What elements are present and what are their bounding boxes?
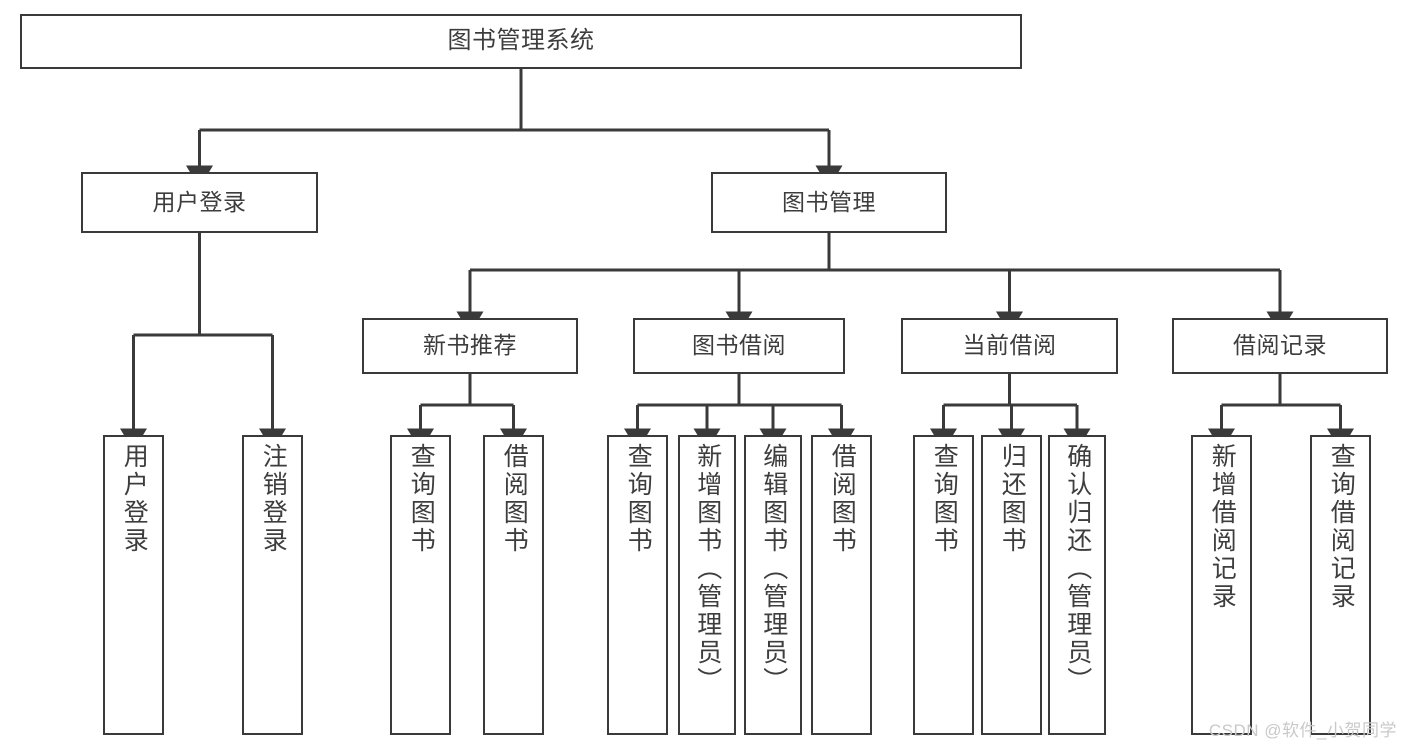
node-leaf-current-confirm-return-label: 确认归还（管理员） [1063,443,1092,695]
node-leaf-current-return-book[interactable]: 归还图书 [981,435,1042,735]
node-leaf-current-return-book-label: 归还图书 [998,443,1027,555]
node-user-login-module[interactable]: 用户登录 [81,172,318,233]
node-leaf-borrow-lend-book[interactable]: 借阅图书 [811,435,872,735]
node-root[interactable]: 图书管理系统 [20,14,1022,69]
node-leaf-borrow-query-book-label: 查询图书 [624,443,653,555]
node-leaf-recommend-borrow-book-label: 借阅图书 [500,443,529,555]
node-leaf-borrow-add-book[interactable]: 新增图书（管理员） [678,435,736,735]
node-borrow-record-label: 借阅记录 [1233,332,1327,359]
node-leaf-current-confirm-return[interactable]: 确认归还（管理员） [1048,435,1106,735]
node-leaf-current-query-book-label: 查询图书 [930,443,959,555]
node-root-label: 图书管理系统 [447,27,595,55]
node-new-book-recommend[interactable]: 新书推荐 [362,318,578,374]
node-leaf-user-login[interactable]: 用户登录 [103,435,164,735]
node-current-borrow[interactable]: 当前借阅 [901,318,1118,374]
node-borrow-record[interactable]: 借阅记录 [1172,318,1388,374]
node-leaf-recommend-query-book[interactable]: 查询图书 [390,435,451,735]
node-new-book-recommend-label: 新书推荐 [423,332,517,359]
node-leaf-record-query-label: 查询借阅记录 [1327,443,1356,611]
node-leaf-record-query[interactable]: 查询借阅记录 [1310,435,1371,735]
node-user-login-module-label: 用户登录 [152,188,247,215]
node-leaf-borrow-edit-book-label: 编辑图书（管理员） [759,443,788,695]
node-book-management-module-label: 图书管理 [782,188,876,215]
node-book-borrow[interactable]: 图书借阅 [633,318,845,374]
node-leaf-record-add-label: 新增借阅记录 [1208,443,1237,611]
watermark: CSDN @软件_小贺同学 [1208,721,1397,740]
node-book-management-module[interactable]: 图书管理 [711,172,947,233]
node-leaf-user-logout-label: 注销登录 [259,443,288,555]
node-leaf-record-add[interactable]: 新增借阅记录 [1191,435,1252,735]
node-leaf-borrow-lend-book-label: 借阅图书 [828,443,857,555]
node-leaf-recommend-query-book-label: 查询图书 [407,443,436,555]
node-leaf-user-login-label: 用户登录 [120,443,149,555]
node-leaf-recommend-borrow-book[interactable]: 借阅图书 [483,435,544,735]
node-leaf-user-logout[interactable]: 注销登录 [242,435,303,735]
node-leaf-borrow-add-book-label: 新增图书（管理员） [693,443,722,695]
node-leaf-borrow-edit-book[interactable]: 编辑图书（管理员） [744,435,802,735]
node-book-borrow-label: 图书借阅 [692,332,786,359]
node-leaf-borrow-query-book[interactable]: 查询图书 [607,435,668,735]
node-leaf-current-query-book[interactable]: 查询图书 [913,435,974,735]
node-current-borrow-label: 当前借阅 [962,332,1057,359]
